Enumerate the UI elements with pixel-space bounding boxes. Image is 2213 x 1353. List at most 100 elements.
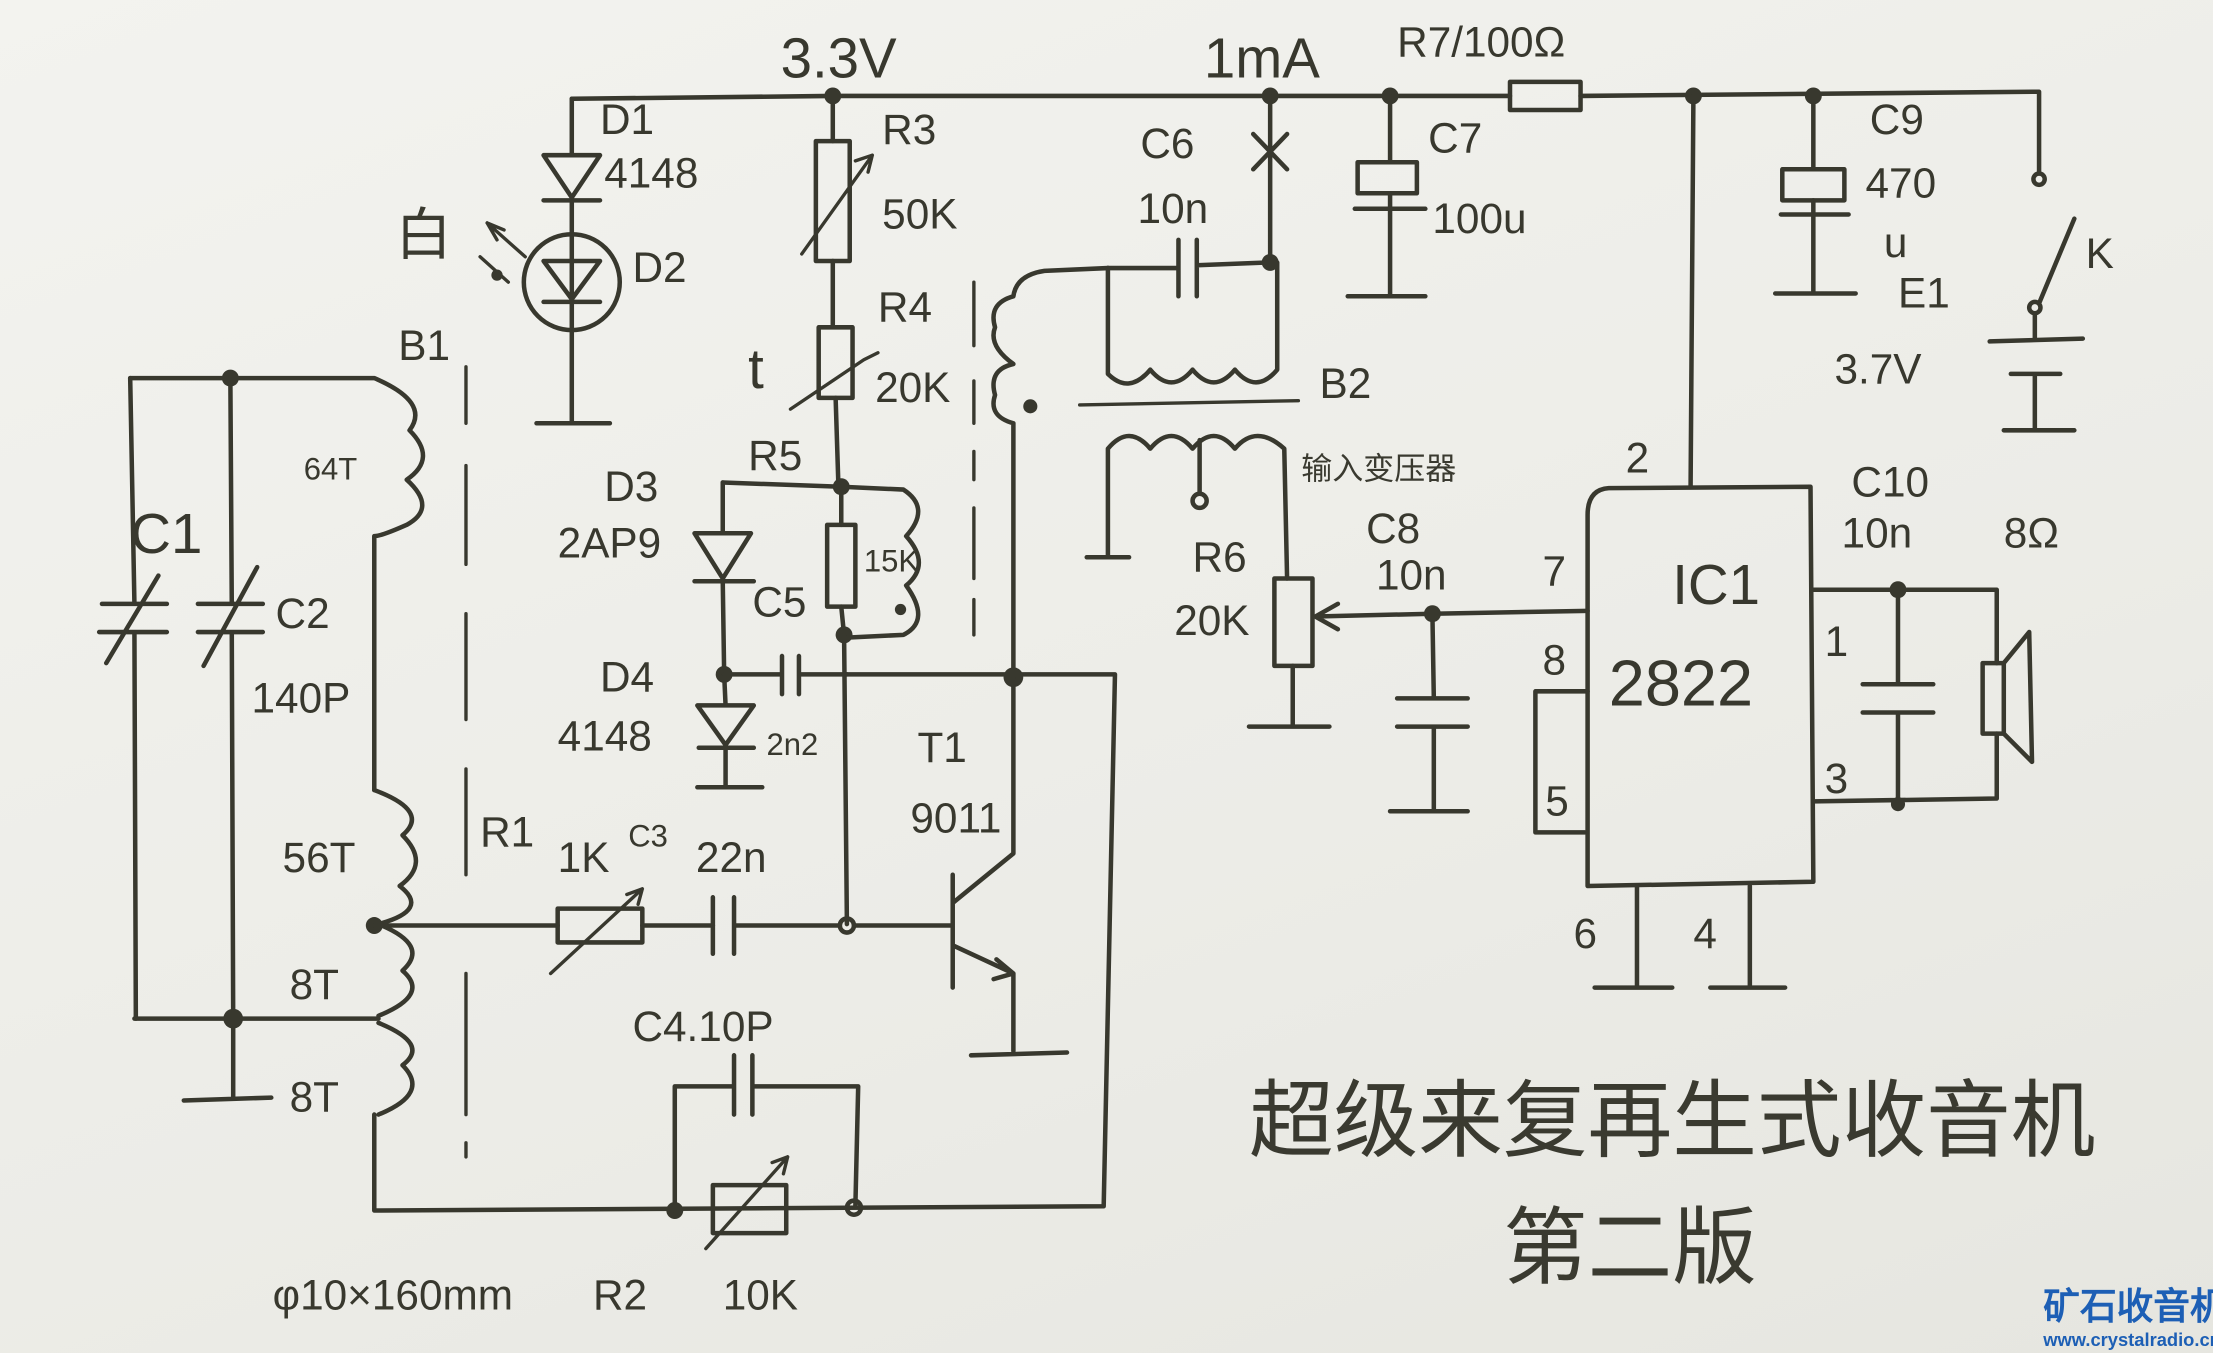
thermistor-r4	[788, 325, 880, 496]
d2-label: D2	[632, 244, 686, 291]
r3-value: 50K	[882, 191, 957, 238]
electrolytic-capacitor-c7	[1345, 93, 1428, 299]
e1-value: 3.7V	[1834, 346, 1922, 393]
choke-coil	[1250, 93, 1290, 265]
oscillator-coil	[972, 265, 1111, 680]
variable-capacitor-c2	[195, 375, 266, 1021]
ic1-pin-6: 6	[1573, 910, 1597, 957]
turns-64t: 64T	[304, 452, 357, 487]
c9-label: C9	[1870, 96, 1924, 143]
potentiometer-r3	[800, 93, 874, 327]
capacitor-c6	[1105, 237, 1279, 299]
r6-label: R6	[1193, 533, 1247, 580]
c1-label: C1	[130, 502, 202, 565]
capacitor-c4	[672, 1053, 861, 1213]
resistor-r5	[720, 480, 858, 644]
turns-56t: 56T	[283, 834, 356, 881]
c9-value: 470	[1866, 160, 1937, 207]
d4-label: D4	[600, 653, 654, 700]
transistor-t1	[851, 674, 1070, 1058]
diode-d3	[692, 480, 757, 683]
capacitor-c3	[710, 895, 843, 956]
d4-value: 4148	[558, 713, 652, 760]
r5-label: R5	[748, 432, 802, 479]
b2-description: 输入变压器	[1301, 452, 1456, 488]
potentiometer-r1	[372, 887, 716, 976]
schematic-version: 第二版	[1503, 1198, 1757, 1297]
watermark-url: www.crystalradio.cn	[2042, 1329, 2213, 1350]
r7-label: R7/100Ω	[1397, 18, 1565, 65]
ferrite-rod-size: φ10×160mm	[273, 1271, 513, 1318]
ic1-pin-7: 7	[1542, 548, 1566, 595]
c6-label: C6	[1140, 120, 1194, 167]
led-color-label: 白	[395, 203, 451, 268]
d1-label: D1	[600, 96, 654, 143]
ic1-pin-5: 5	[1545, 777, 1569, 824]
thermistor-symbol: t	[748, 337, 764, 400]
c2-value: 140P	[252, 674, 351, 721]
r1-label: R1	[480, 809, 534, 856]
schematic-title: 超级来复再生式收音机	[1249, 1071, 2095, 1170]
r4-label: R4	[878, 284, 932, 331]
watermark-logo: 矿石收音机 www.crystalradio.cn	[2042, 1285, 2213, 1350]
d3-label: D3	[604, 463, 658, 510]
variable-capacitor-c1	[96, 375, 170, 1021]
e1-label: E1	[1898, 270, 1950, 317]
r3-label: R3	[882, 106, 936, 153]
d1-value: 4148	[604, 150, 698, 197]
c4-label: C4.10P	[632, 1003, 773, 1050]
watermark-name: 矿石收音机	[2043, 1285, 2213, 1328]
turns-8t-upper: 8T	[290, 961, 339, 1008]
t1-label: T1	[917, 724, 966, 771]
r5-value: 15K	[864, 543, 919, 578]
potentiometer-r2	[704, 1155, 790, 1251]
battery-e1	[1987, 336, 2086, 433]
d3-value: 2AP9	[558, 519, 662, 566]
ic1-pin-1: 1	[1825, 618, 1849, 665]
capacitor-c10	[1811, 581, 2000, 812]
component-labels: 3.3V 1mA R7/100Ω D1 4148 白 D2 B1 R3 50K …	[130, 18, 2114, 1318]
diode-d4	[695, 672, 765, 790]
r2-value: 10K	[723, 1271, 798, 1318]
ic1-pin-3: 3	[1825, 755, 1849, 802]
electrolytic-capacitor-c9	[1772, 93, 1858, 296]
supply-voltage: 3.3V	[781, 27, 897, 90]
c5-label: C5	[752, 579, 806, 626]
c8-label: C8	[1366, 505, 1420, 552]
switch-k-label: K	[2086, 230, 2114, 277]
led-d2	[478, 221, 623, 426]
c10-value: 10n	[1842, 509, 1913, 556]
turns-8t-lower: 8T	[290, 1074, 339, 1121]
potentiometer-r6	[1246, 576, 1435, 729]
c9-unit: u	[1884, 219, 1908, 266]
ic1-pin-2: 2	[1626, 435, 1650, 482]
r2-label: R2	[593, 1271, 647, 1318]
capacitor-c8	[1387, 605, 1590, 814]
c2-label: C2	[276, 590, 330, 637]
ic1-pin-8: 8	[1542, 636, 1566, 683]
supply-rail	[569, 87, 2042, 176]
transformer-b2	[1078, 260, 1301, 581]
speaker-icon	[1980, 629, 2035, 765]
ic1-label: IC1	[1672, 553, 1760, 616]
b2-label: B2	[1320, 360, 1372, 407]
c6-value: 10n	[1138, 185, 1209, 232]
supply-current: 1mA	[1204, 27, 1320, 90]
t1-value: 9011	[910, 794, 1001, 841]
r1-value: 1K	[558, 834, 610, 881]
ic1-pin-4: 4	[1693, 910, 1717, 957]
c10-label: C10	[1851, 459, 1929, 506]
amplifier-ic1	[1533, 93, 1816, 990]
diode-d1	[541, 96, 603, 236]
feedback-coil	[839, 484, 922, 640]
speaker-impedance: 8Ω	[2004, 509, 2059, 556]
resistor-r7	[1507, 79, 1583, 113]
c5-value: 2n2	[766, 727, 818, 762]
b1-label: B1	[398, 322, 450, 369]
capacitor-c5	[721, 653, 850, 697]
c8-value: 10n	[1376, 552, 1447, 599]
c3-label: C3	[628, 819, 668, 854]
power-switch-k	[2026, 171, 2077, 341]
